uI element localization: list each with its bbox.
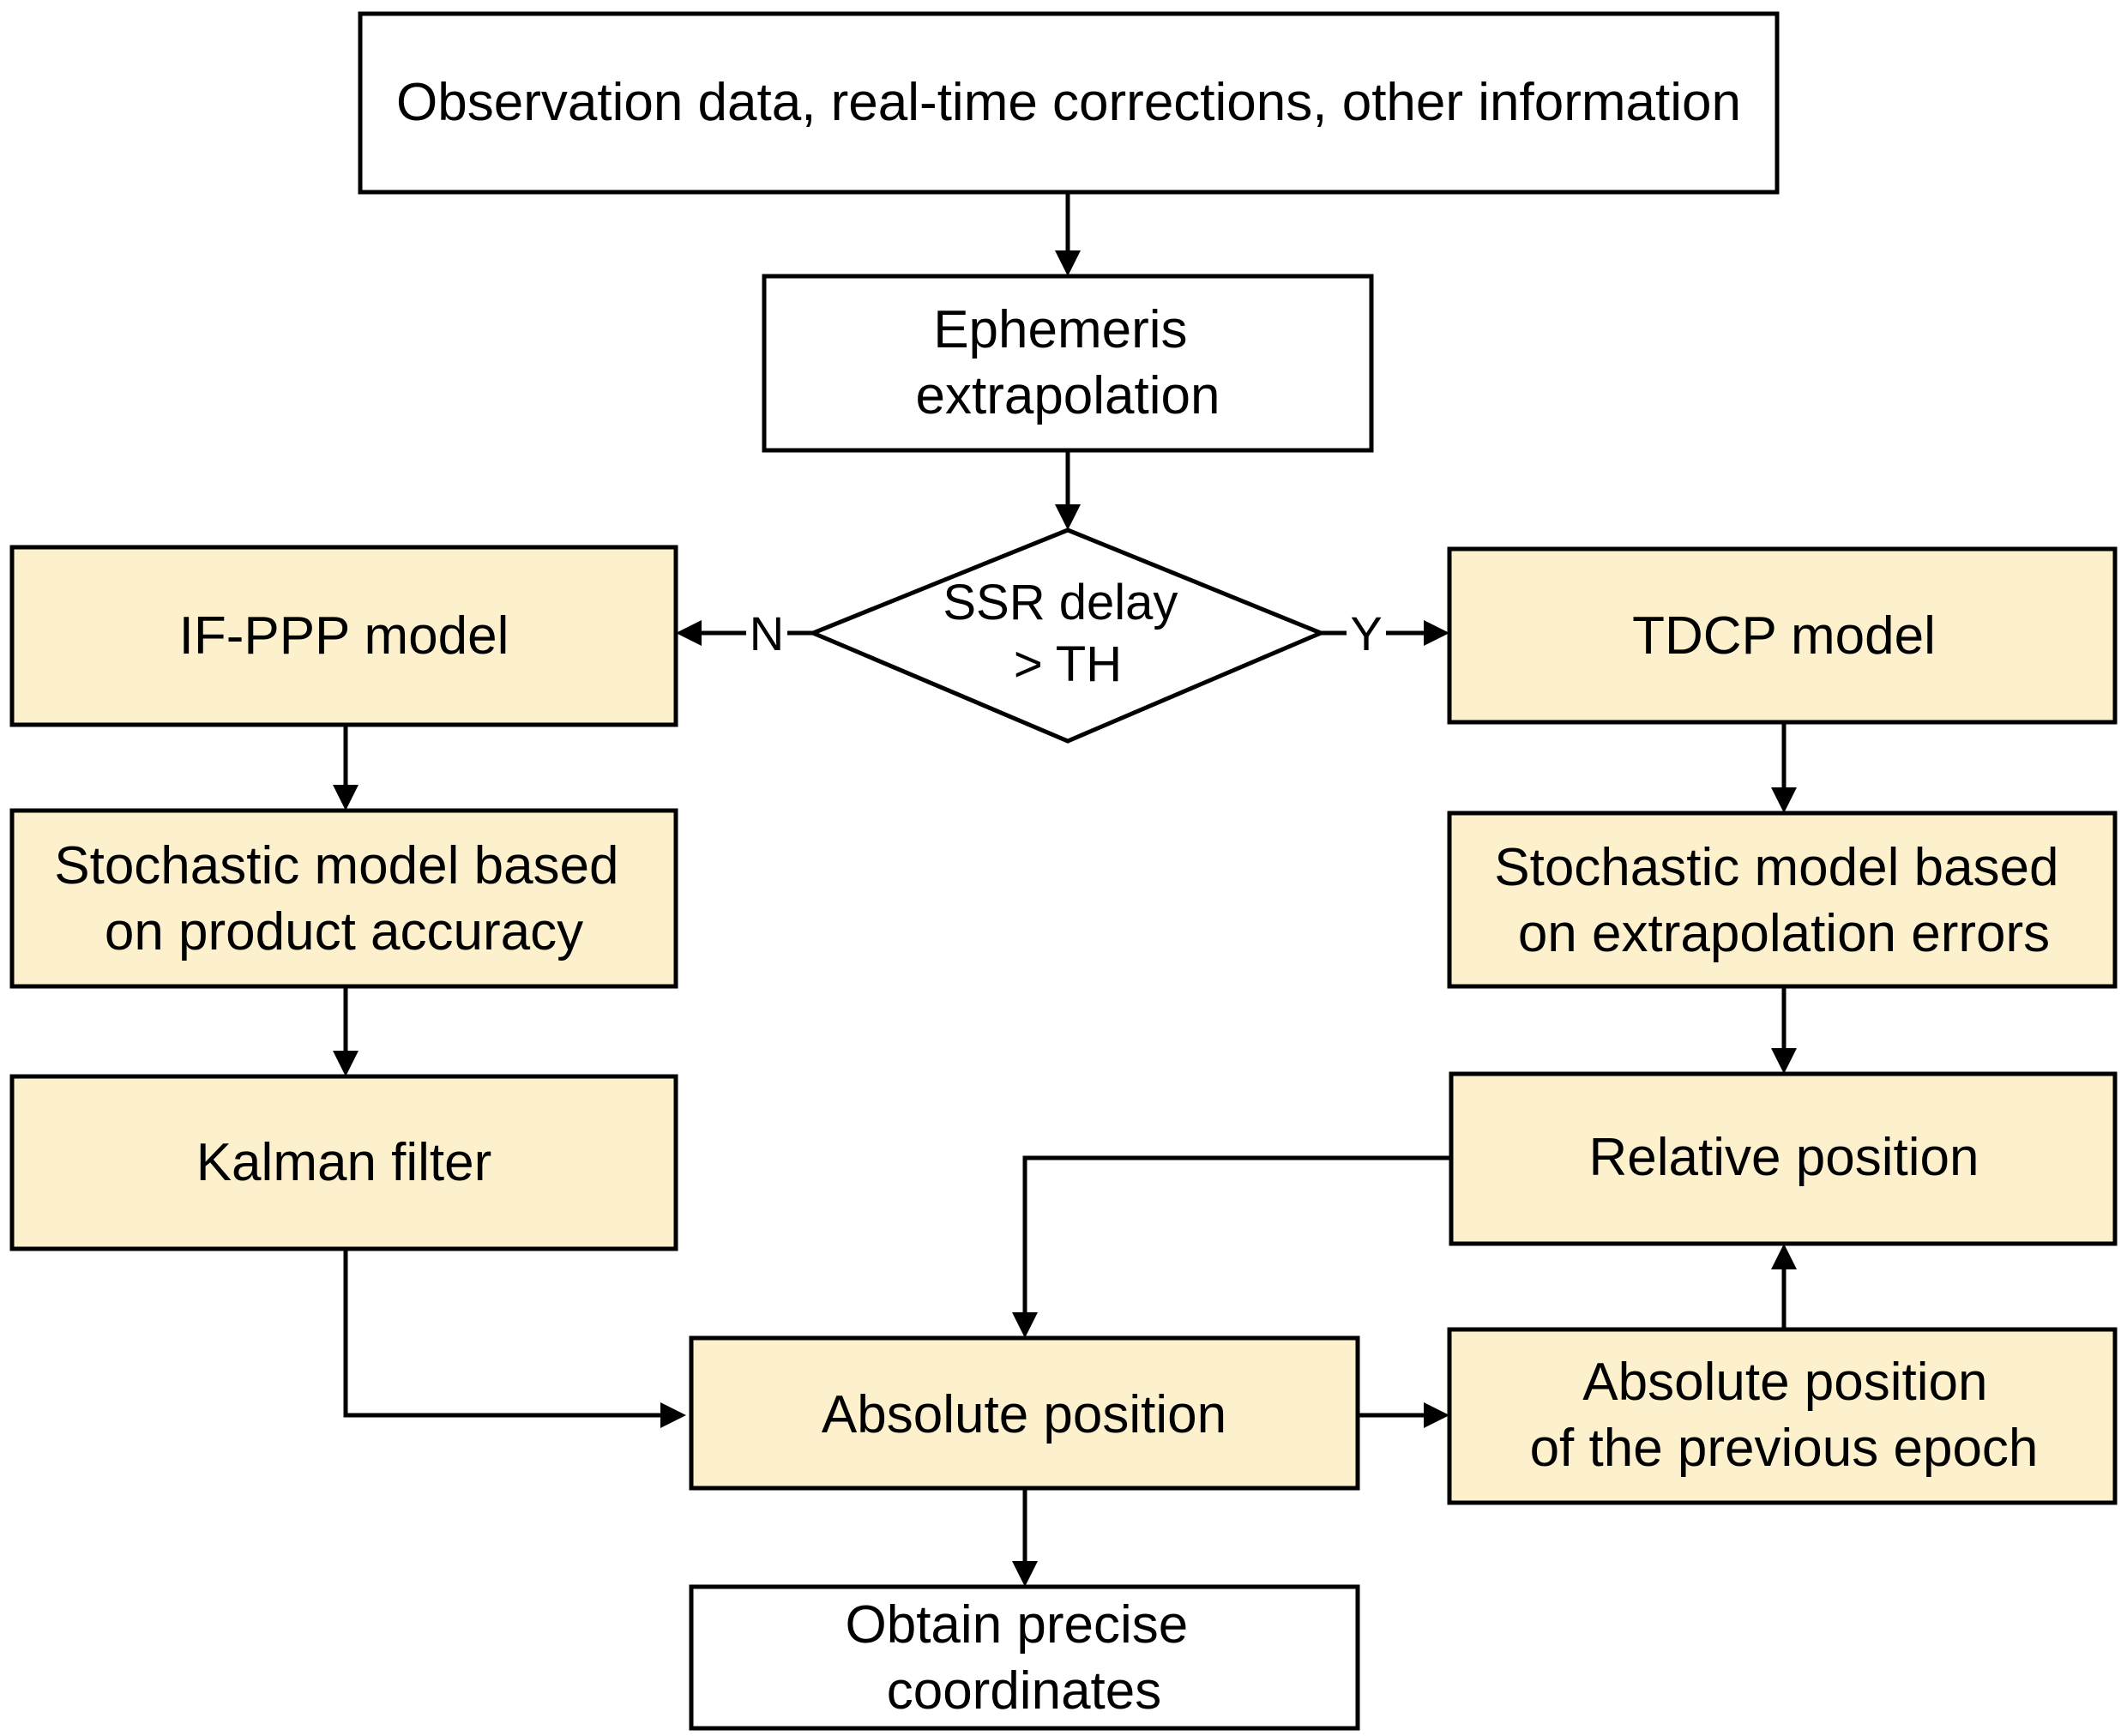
abs-prev-box: Absolute position of the previous epoch: [1447, 1327, 2118, 1505]
arrowhead-absolute-from-relative: [1012, 1312, 1038, 1338]
relative-box: Relative position: [1449, 1071, 2118, 1246]
stoch-right-line-1: Stochastic model based: [1494, 838, 2058, 897]
svg-text:SSR delay > TH: SSR delay > TH: [943, 572, 1192, 692]
decision-diamond: SSR delay > TH: [807, 527, 1327, 744]
arrowhead-absolute-from-kalman: [660, 1402, 686, 1428]
arrowhead-relative: [1771, 1048, 1797, 1074]
svg-text:Obtain precise coordin: Obtain precise coordinates: [846, 1595, 1203, 1721]
input-text: Observation data, real-time corrections,…: [396, 73, 1741, 132]
arrowhead-abs-prev: [1424, 1402, 1449, 1428]
svg-text:Absolute position of t: Absolute position of the previous epoch: [1530, 1353, 2039, 1478]
output-box: Obtain precise coordinates: [689, 1584, 1360, 1731]
kalman-text: Kalman filter: [196, 1133, 492, 1192]
decision-line-1: SSR delay: [943, 575, 1178, 630]
absolute-box: Absolute position: [689, 1335, 1360, 1491]
svg-text:Stochastic model based: Stochastic model based on product accura…: [54, 836, 634, 961]
svg-text:Relative position: Relative position: [1589, 1128, 1979, 1187]
arrow-relative-to-absolute: [1022, 1155, 1451, 1312]
svg-text:Stochastic model based: Stochastic model based on extrapolation …: [1494, 838, 2074, 963]
arrowhead-tdcp: [1424, 620, 1449, 646]
arrowhead-stoch-right: [1771, 787, 1797, 813]
svg-text:TDCP model: TDCP model: [1632, 606, 1936, 666]
output-line-2: coordinates: [887, 1661, 1162, 1721]
svg-text:Kalman filter: Kalman filter: [196, 1133, 492, 1192]
svg-text:IF-PPP model: IF-PPP model: [179, 606, 509, 666]
arrowhead-relative-from-abs-prev: [1771, 1244, 1797, 1269]
ephemeris-line-1: Ephemeris: [933, 300, 1187, 359]
branch-no-label: N: [750, 606, 784, 660]
kalman-box: Kalman filter: [9, 1074, 678, 1251]
stoch-right-box: Stochastic model based on extrapolation …: [1447, 811, 2118, 989]
svg-text:Observation data, real-time co: Observation data, real-time corrections,…: [396, 73, 1741, 132]
abs-prev-line-1: Absolute position: [1582, 1353, 1987, 1412]
input-box: Observation data, real-time corrections,…: [358, 11, 1780, 195]
stoch-left-line-1: Stochastic model based: [54, 836, 618, 895]
decision-line-2: > TH: [1014, 636, 1122, 692]
arrowhead-output: [1012, 1561, 1038, 1587]
tdcp-text: TDCP model: [1632, 606, 1936, 666]
arrow-kalman-to-absolute: [343, 1249, 660, 1418]
arrowhead-decision: [1055, 504, 1081, 530]
svg-text:Absolute position: Absolute position: [822, 1385, 1226, 1444]
svg-text:Ephemeris extrapolatio: Ephemeris extrapolation: [915, 300, 1220, 425]
arrowhead-stoch-left: [333, 785, 359, 811]
ifppp-text: IF-PPP model: [179, 606, 509, 666]
stoch-right-line-2: on extrapolation errors: [1518, 904, 2050, 963]
ifppp-box: IF-PPP model: [9, 545, 678, 727]
branch-yes-label: Y: [1350, 606, 1382, 660]
arrowhead-kalman: [333, 1051, 359, 1076]
abs-prev-line-2: of the previous epoch: [1530, 1419, 2039, 1478]
arrowhead-ifppp: [676, 620, 702, 646]
stoch-left-line-2: on product accuracy: [105, 902, 583, 961]
tdcp-box: TDCP model: [1447, 546, 2118, 725]
absolute-text: Absolute position: [822, 1385, 1226, 1444]
ephemeris-box: Ephemeris extrapolation: [762, 274, 1374, 453]
ephemeris-line-2: extrapolation: [915, 366, 1220, 425]
relative-text: Relative position: [1589, 1128, 1979, 1187]
arrowhead-ephemeris: [1055, 250, 1081, 276]
output-line-1: Obtain precise: [846, 1595, 1189, 1655]
stoch-left-box: Stochastic model based on product accura…: [9, 808, 678, 989]
